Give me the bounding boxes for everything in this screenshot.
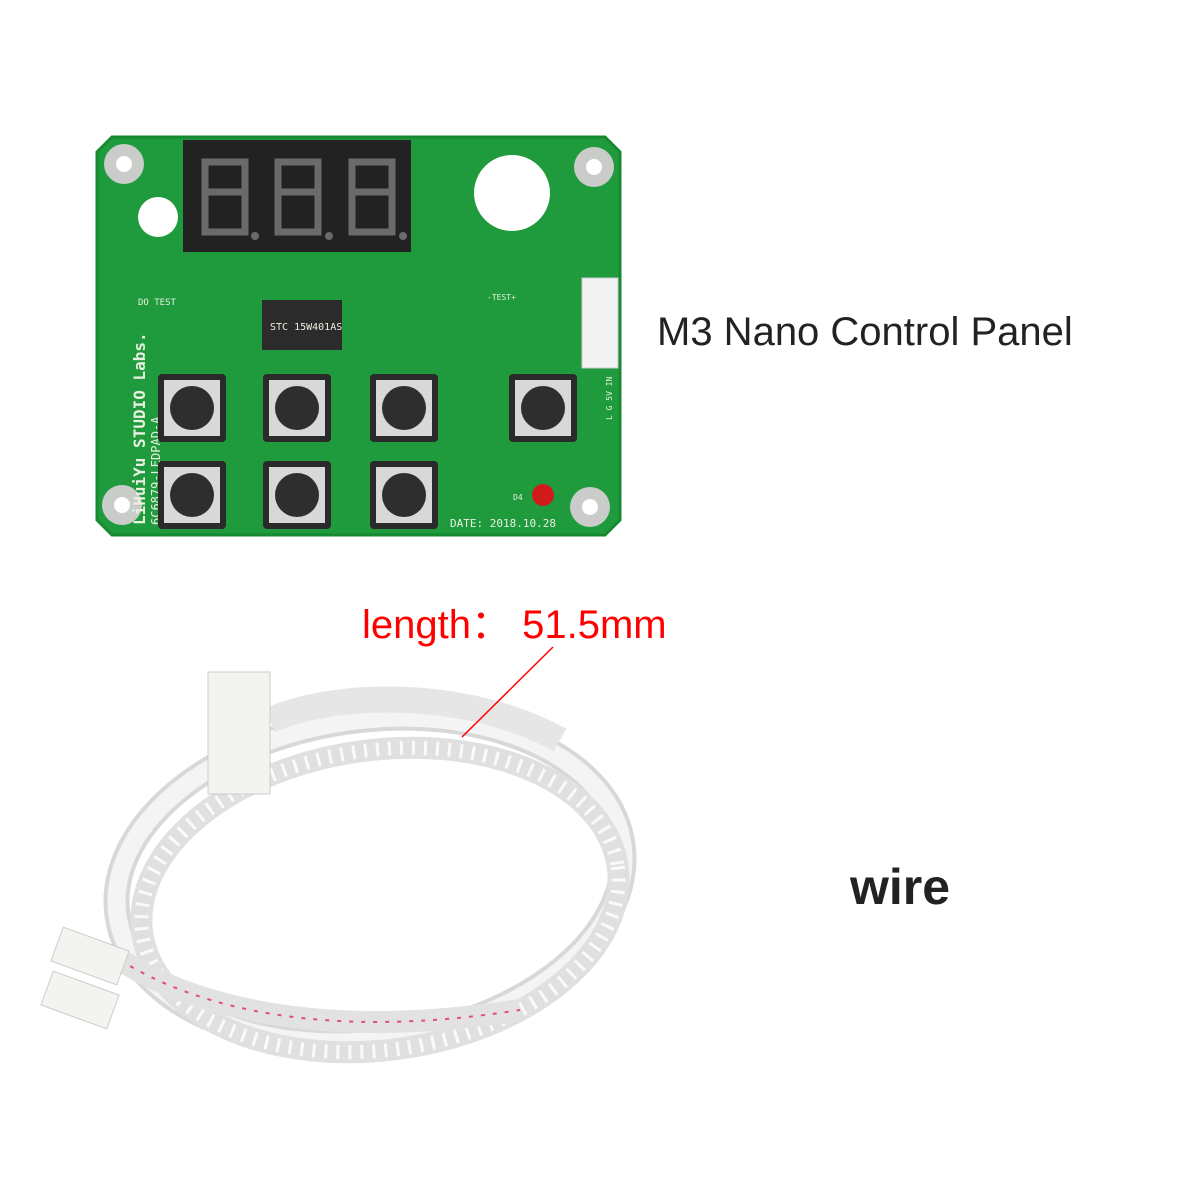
led-indicator (532, 484, 554, 506)
tactile-button (263, 374, 331, 442)
wire-connector (40, 970, 120, 1030)
seven-segment-display (183, 140, 411, 252)
tactile-button (370, 374, 438, 442)
tactile-button (158, 461, 226, 529)
wire-connector (50, 926, 130, 986)
microcontroller-chip (262, 300, 342, 350)
tactile-button (263, 461, 331, 529)
brand-silkscreen: LiHuiYu STUDIO Labs. (130, 332, 149, 525)
chip-label: STC 15W401AS (270, 322, 342, 333)
tactile-button (158, 374, 226, 442)
pin-label: L G 5V IN (605, 376, 614, 420)
length-pointer-line (461, 646, 554, 738)
control-panel-pcb: STC 15W401AS DO TEST -TEST+ LiHuiYu STUD… (95, 135, 622, 537)
mounting-hole-icon (102, 144, 614, 527)
led-label: D4 (513, 493, 523, 502)
length-annotation: length： 51.5mm (362, 603, 667, 647)
tactile-button (370, 461, 438, 529)
product-title: M3 Nano Control Panel (657, 310, 1073, 354)
header-label: DO TEST (138, 298, 177, 308)
ribbon-wire (40, 671, 637, 1064)
pcb-connector (581, 277, 619, 369)
wire-label: wire (850, 859, 951, 915)
wire-connector (207, 671, 271, 795)
tactile-button (509, 374, 577, 442)
date-silkscreen: DATE: 2018.10.28 (450, 517, 556, 530)
test-label: -TEST+ (487, 293, 516, 302)
